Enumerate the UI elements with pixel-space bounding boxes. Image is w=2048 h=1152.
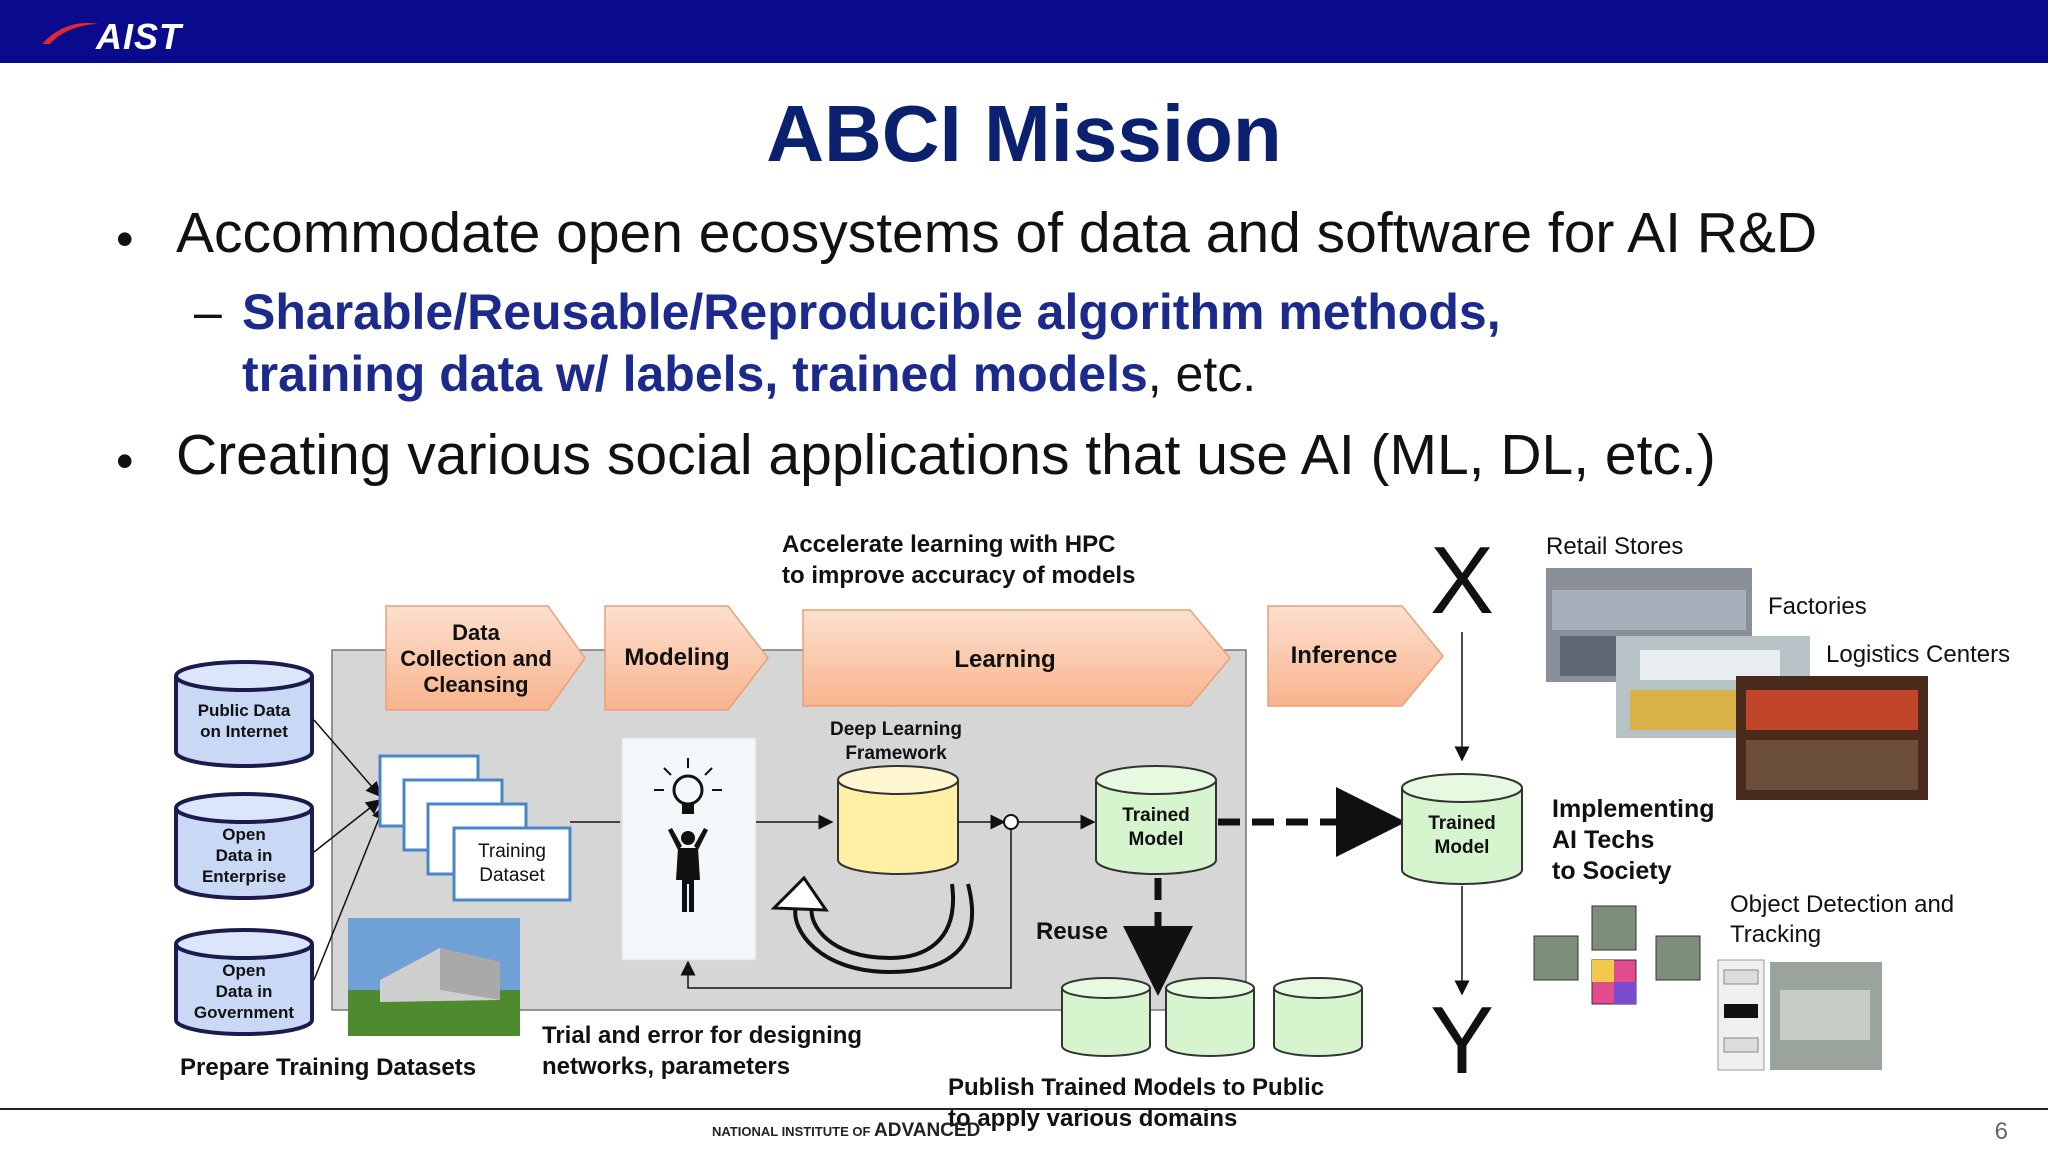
sub-line-2: training data w/ labels, trained models,…: [242, 343, 1256, 405]
reuse-label: Reuse: [1036, 918, 1109, 945]
object-detection-images: [1533, 905, 1882, 1071]
training-dataset-label: Training Dataset: [478, 841, 546, 886]
logo-text: AIST: [96, 16, 183, 57]
trial-label: Trial and error for designing networks, …: [542, 1022, 863, 1080]
prepare-label: Prepare Training Datasets: [180, 1054, 477, 1081]
logistics-label: Logistics Centers: [1826, 641, 2011, 668]
implementing-label: Implementing AI Techs to Society: [1552, 795, 1715, 885]
factories-label: Factories: [1768, 593, 1867, 620]
hpc-note: Accelerate learning with HPC to improve …: [782, 531, 1136, 589]
publish-label: Publish Trained Models to Public to appl…: [948, 1074, 1325, 1132]
output-y-label: Y: [1430, 987, 1495, 1094]
bullet-dot-1: •: [116, 211, 134, 267]
retail-stores-label: Retail Stores: [1546, 533, 1684, 560]
government-data-label: Open Data in Government: [193, 961, 295, 1022]
cylinder-trained-model: [1095, 765, 1217, 875]
sub-line-1: Sharable/Reusable/Reproducible algorithm…: [242, 284, 1501, 340]
cylinder-inference-model: [1401, 773, 1523, 885]
public-data-label: Public Data on Internet: [197, 701, 291, 741]
sub-dash: –: [194, 284, 222, 340]
dl-framework-label: Deep Learning Framework: [830, 719, 962, 764]
institute-footer: NATIONAL INSTITUTE OF ADVANCED: [712, 1120, 981, 1141]
aist-logo[interactable]: AIST: [40, 10, 200, 57]
page-number: 6: [1994, 1118, 2008, 1145]
person-icon: [668, 828, 708, 912]
stage-inference: [1267, 605, 1444, 707]
iteration-curved-arrow: [770, 875, 975, 975]
cylinder-public-data: [174, 660, 314, 768]
building-photo: [348, 918, 520, 1036]
stage-label-inference: Inference: [1290, 642, 1398, 669]
cylinder-dl-framework: [837, 765, 959, 875]
stage-label-modeling: Modeling: [624, 644, 730, 671]
trained-model-label: Trained Model: [1122, 805, 1190, 850]
cylinder-government: [174, 928, 314, 1036]
inference-model-label: Trained Model: [1428, 813, 1496, 858]
cylinder-enterprise: [174, 792, 314, 900]
slide-title: ABCI Mission: [766, 89, 1282, 178]
object-detection-label: Object Detection and Tracking: [1730, 891, 1955, 948]
header-bar: AIST: [0, 0, 2048, 63]
enterprise-data-label: Open Data in Enterprise: [201, 825, 287, 886]
published-model-cylinders: [1061, 977, 1363, 1057]
stage-label-data-collection: Data Collection and Cleansing: [400, 620, 552, 697]
sub-line-2-bold: training data w/ labels, trained models: [242, 346, 1148, 402]
bullet-2: Creating various social applications tha…: [176, 423, 1716, 487]
input-x-label: X: [1430, 527, 1495, 634]
stage-modeling: [604, 605, 769, 711]
stage-learning: [802, 609, 1231, 707]
sub-line-2-rest: , etc.: [1147, 346, 1257, 402]
lightbulb-icon: [654, 758, 722, 814]
bullet-1: Accommodate open ecosystems of data and …: [176, 201, 1818, 265]
logistics-centers-photo: [1736, 676, 1928, 800]
stage-label-learning: Learning: [954, 646, 1056, 673]
stage-data-collection: [385, 605, 586, 711]
logo-swoosh-icon: [42, 22, 98, 44]
training-dataset-stack: [378, 754, 572, 902]
footer-divider: [0, 1108, 2048, 1110]
bullet-dot-2: •: [116, 433, 134, 489]
